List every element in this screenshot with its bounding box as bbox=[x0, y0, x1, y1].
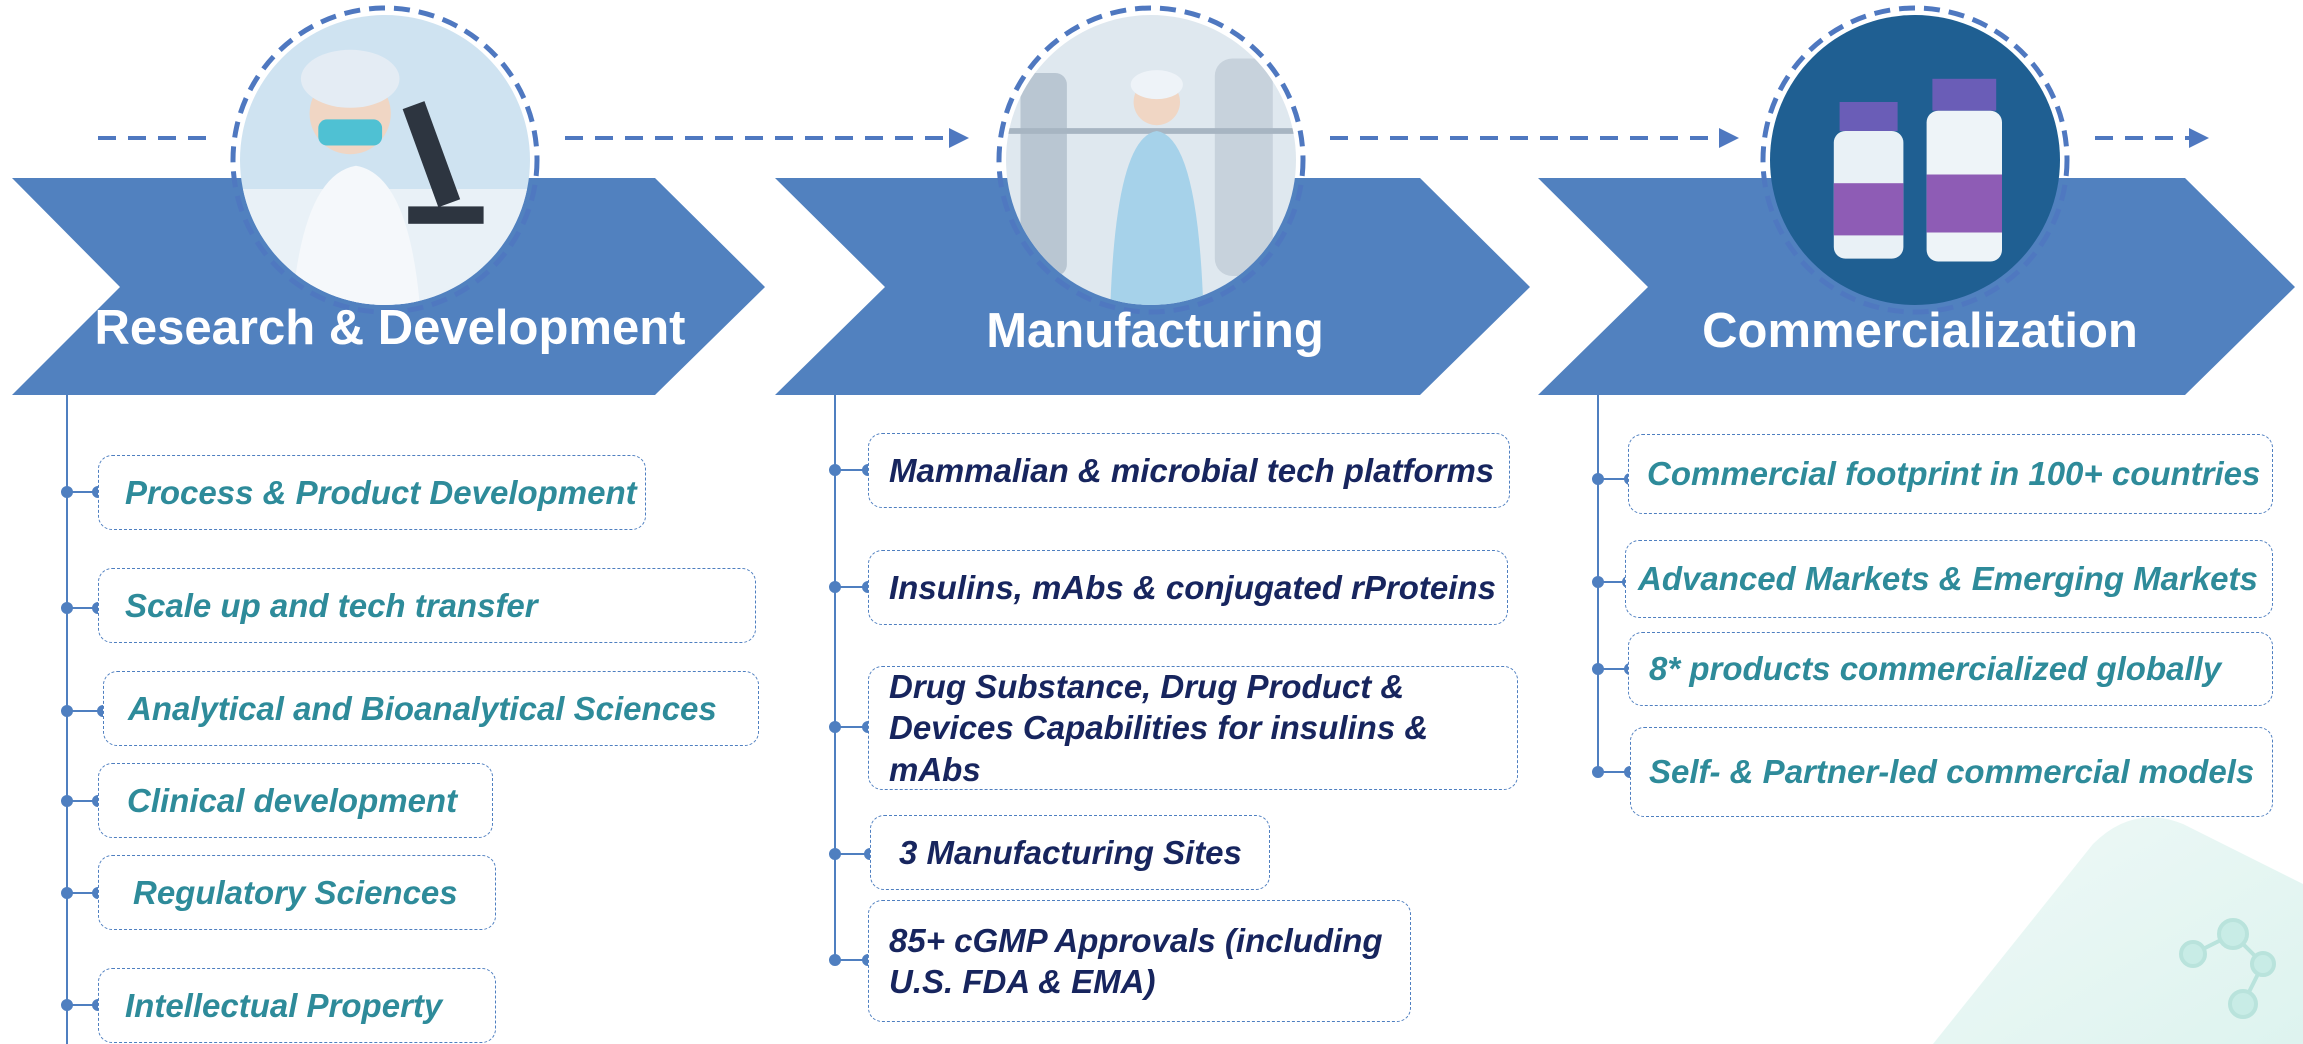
com-item-label: Advanced Markets & Emerging Markets bbox=[1638, 560, 2258, 598]
rd-item-intellectual-property: Intellectual Property bbox=[98, 968, 496, 1043]
stage-title-manufacturing: Manufacturing bbox=[986, 304, 1324, 358]
rd-item-label: Regulatory Sciences bbox=[133, 873, 458, 911]
mfg-item-insulins-mabs: Insulins, mAbs & conjugated rProteins bbox=[868, 550, 1508, 625]
rd-item-process-product-development: Process & Product Development bbox=[98, 455, 646, 530]
photo-dashed-rings bbox=[230, 5, 2070, 315]
stage-title-research-development: Research & Development bbox=[94, 301, 686, 355]
rd-item-label: Process & Product Development bbox=[125, 473, 637, 511]
com-item-label: Self- & Partner-led commercial models bbox=[1649, 753, 2255, 791]
flow-arrow-dashed bbox=[98, 128, 2209, 148]
rd-item-clinical-development: Clinical development bbox=[98, 763, 493, 838]
rd-item-label: Scale up and tech transfer bbox=[125, 586, 538, 624]
mfg-item-tech-platforms: Mammalian & microbial tech platforms bbox=[868, 433, 1510, 508]
scientist-microscope-icon bbox=[240, 15, 530, 305]
mfg-item-drug-substance-capabilities: Drug Substance, Drug Product & Devices C… bbox=[868, 666, 1518, 790]
mfg-item-label: Insulins, mAbs & conjugated rProteins bbox=[889, 568, 1496, 606]
mfg-item-cgmp-approvals: 85+ cGMP Approvals (including U.S. FDA &… bbox=[868, 900, 1411, 1022]
rd-item-label: Clinical development bbox=[127, 781, 458, 819]
mfg-item-label: 3 Manufacturing Sites bbox=[899, 833, 1242, 871]
rd-item-regulatory-sciences: Regulatory Sciences bbox=[98, 855, 496, 930]
manufacturing-technician-icon bbox=[1006, 15, 1296, 305]
mfg-item-label: 85+ cGMP Approvals (including U.S. FDA &… bbox=[889, 921, 1383, 1000]
rd-item-scale-up: Scale up and tech transfer bbox=[98, 568, 756, 643]
mfg-item-label: Drug Substance, Drug Product & Devices C… bbox=[889, 668, 1429, 788]
mfg-item-manufacturing-sites: 3 Manufacturing Sites bbox=[870, 815, 1270, 890]
rd-item-label: Analytical and Bioanalytical Sciences bbox=[128, 689, 717, 727]
rd-item-label: Intellectual Property bbox=[125, 986, 443, 1024]
com-item-commercial-footprint: Commercial footprint in 100+ countries bbox=[1628, 434, 2273, 514]
medicine-vials-icon bbox=[1770, 15, 2060, 305]
com-item-label: 8* products commercialized globally bbox=[1649, 650, 2222, 688]
com-item-products-commercialized: 8* products commercialized globally bbox=[1628, 632, 2273, 706]
stage-title-commercialization: Commercialization bbox=[1702, 304, 2138, 358]
rd-item-analytical-sciences: Analytical and Bioanalytical Sciences bbox=[103, 671, 759, 746]
com-item-markets: Advanced Markets & Emerging Markets bbox=[1625, 540, 2273, 618]
mfg-item-label: Mammalian & microbial tech platforms bbox=[889, 451, 1495, 489]
com-item-commercial-models: Self- & Partner-led commercial models bbox=[1630, 727, 2273, 817]
com-item-label: Commercial footprint in 100+ countries bbox=[1647, 455, 2261, 493]
